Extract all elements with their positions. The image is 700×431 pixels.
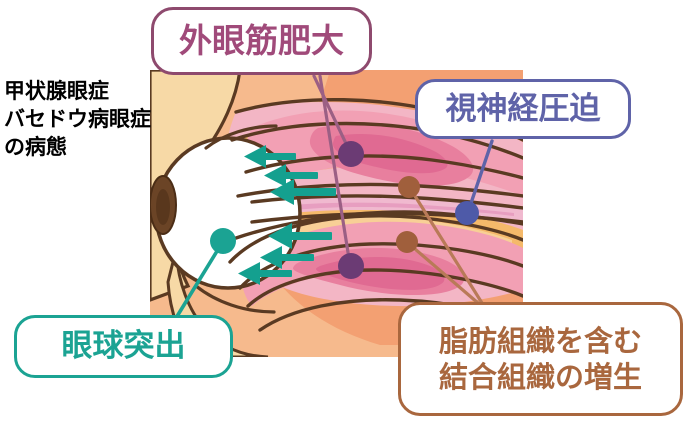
optic-nerve-core: [258, 202, 514, 216]
connector-fat-upper: [408, 186, 484, 305]
pressure-arrow-5: [260, 246, 314, 269]
pupil: [156, 189, 170, 225]
pressure-arrow-1: [244, 145, 296, 168]
marker-muscle-lower: [338, 253, 364, 279]
connector-proptosis: [174, 241, 224, 320]
callout-muscle-label: 外眼筋肥大: [179, 20, 344, 60]
connector-fat-lower: [406, 241, 480, 305]
tissue-contour-lines: [228, 97, 523, 332]
callout-extraocular-muscle-enlargement[interactable]: 外眼筋肥大: [151, 7, 372, 75]
callout-connective-fat-tissue-proliferation[interactable]: 脂肪組織を含む 結合組織の増生: [398, 302, 683, 416]
callout-proptosis-label: 眼球突出: [61, 328, 186, 365]
callout-nerve-label: 視神経圧迫: [445, 90, 601, 127]
page-title-line-2: バセドウ病眼症: [4, 106, 151, 131]
eyelid-contours: [194, 124, 278, 314]
connector-nerve: [466, 139, 494, 214]
connector-muscle-lower: [318, 74, 352, 267]
callout-fat-label-line-1: 脂肪組織を含む: [438, 323, 642, 358]
pressure-arrow-6: [238, 262, 292, 285]
marker-muscle-upper: [338, 141, 364, 167]
pressure-arrows: [238, 145, 336, 285]
callout-proptosis[interactable]: 眼球突出: [14, 315, 233, 378]
pressure-arrow-4: [268, 223, 332, 249]
pressure-arrow-3: [270, 179, 336, 205]
pressure-arrow-2: [264, 164, 318, 187]
marker-proptosis: [210, 228, 236, 254]
marker-fat-lower: [396, 231, 418, 253]
page-title: 甲状腺眼症 バセドウ病眼症 の病態: [4, 78, 179, 162]
marker-fat-upper: [398, 176, 420, 198]
callout-connectors: [174, 74, 494, 320]
page-title-line-1: 甲状腺眼症: [4, 79, 109, 103]
callout-optic-nerve-compression[interactable]: 視神経圧迫: [415, 79, 631, 139]
callout-fat-label-line-2: 結合組織の増生: [438, 360, 642, 394]
connector-muscle-upper: [312, 74, 352, 154]
superior-rectus-belly-core: [332, 133, 448, 174]
marker-optic-nerve: [455, 201, 479, 225]
page-title-line-3: の病態: [4, 134, 67, 159]
